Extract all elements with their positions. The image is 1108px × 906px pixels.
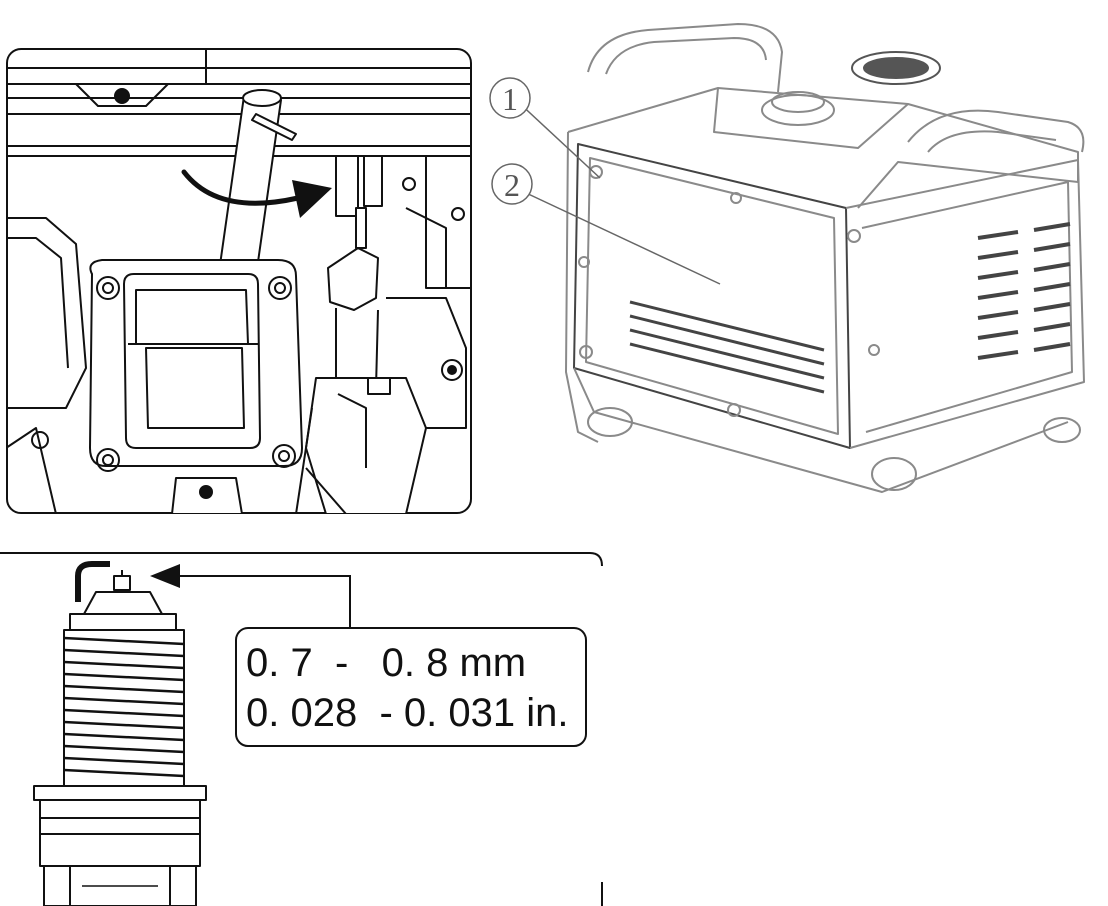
- rotation-arrow-icon: [181, 169, 332, 218]
- svg-text:2: 2: [504, 167, 520, 203]
- callout-1: 1: [489, 77, 531, 119]
- gap-imperial-label: 0. 028 - 0. 031 in.: [246, 691, 568, 735]
- engine-valve-cover-illustration: [6, 48, 472, 514]
- svg-text:1: 1: [502, 81, 518, 117]
- gap-metric-label: 0. 7 - 0. 8 mm: [246, 641, 526, 685]
- callout-2: 2: [491, 163, 533, 205]
- gap-pointer-arrow-icon: [150, 564, 351, 628]
- generator-side-panel-illustration: 1 2: [489, 23, 1085, 493]
- gap-spec-box: [235, 627, 587, 747]
- spark-plug-gap-illustration: 0. 7 - 0. 8 mm 0. 028 - 0. 031 in.: [0, 552, 603, 906]
